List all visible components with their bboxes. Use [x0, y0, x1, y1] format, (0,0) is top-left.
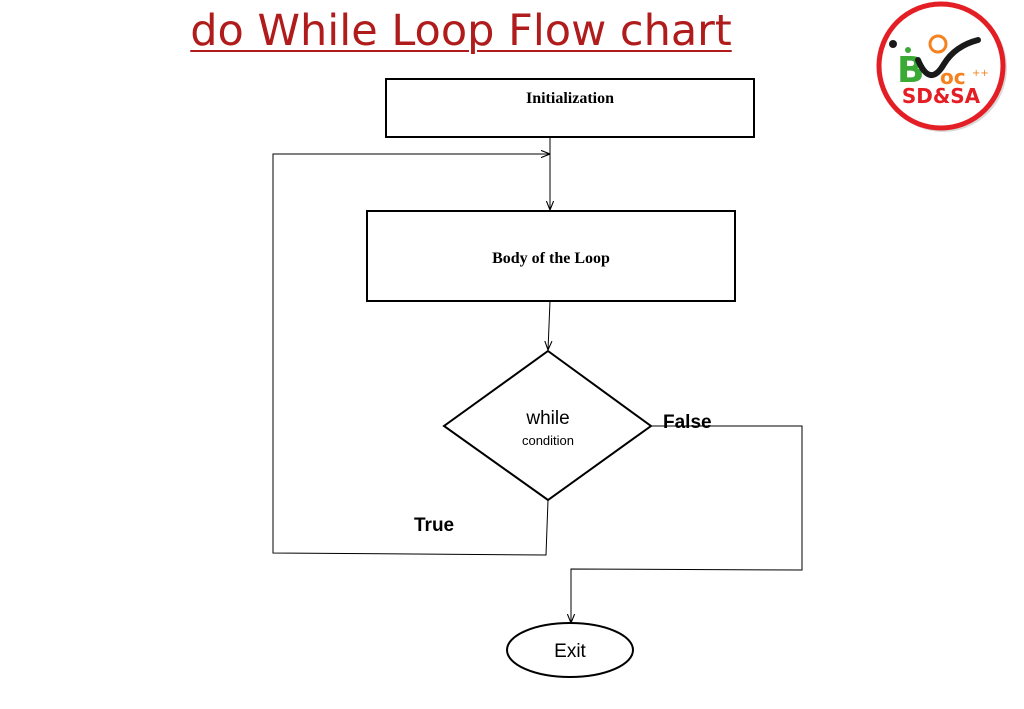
condition-label-line2: condition	[522, 433, 574, 448]
svg-text:++: ++	[972, 68, 989, 79]
svg-text:B: B	[897, 50, 924, 91]
exit-terminal	[506, 622, 634, 678]
true-loop-connector	[272, 154, 550, 556]
false-exit-connector	[571, 425, 803, 623]
initialization-label: Initialization	[526, 90, 614, 107]
body-label: Body of the Loop	[492, 250, 610, 267]
logo: B oc ++ SD&SA	[876, 1, 1007, 132]
bvoc-logo-icon: B oc ++	[889, 34, 989, 91]
false-label: False	[663, 412, 712, 433]
svg-text:oc: oc	[940, 65, 966, 89]
logo-text: SD&SA	[902, 84, 981, 108]
exit-label: Exit	[554, 641, 586, 662]
true-label: True	[414, 515, 454, 536]
body-box	[366, 210, 736, 302]
arrow-body-to-condition	[548, 300, 550, 350]
initialization-box	[385, 78, 755, 138]
condition-label-line1: while	[525, 408, 569, 429]
page-title: do While Loop Flow chart	[190, 6, 732, 56]
